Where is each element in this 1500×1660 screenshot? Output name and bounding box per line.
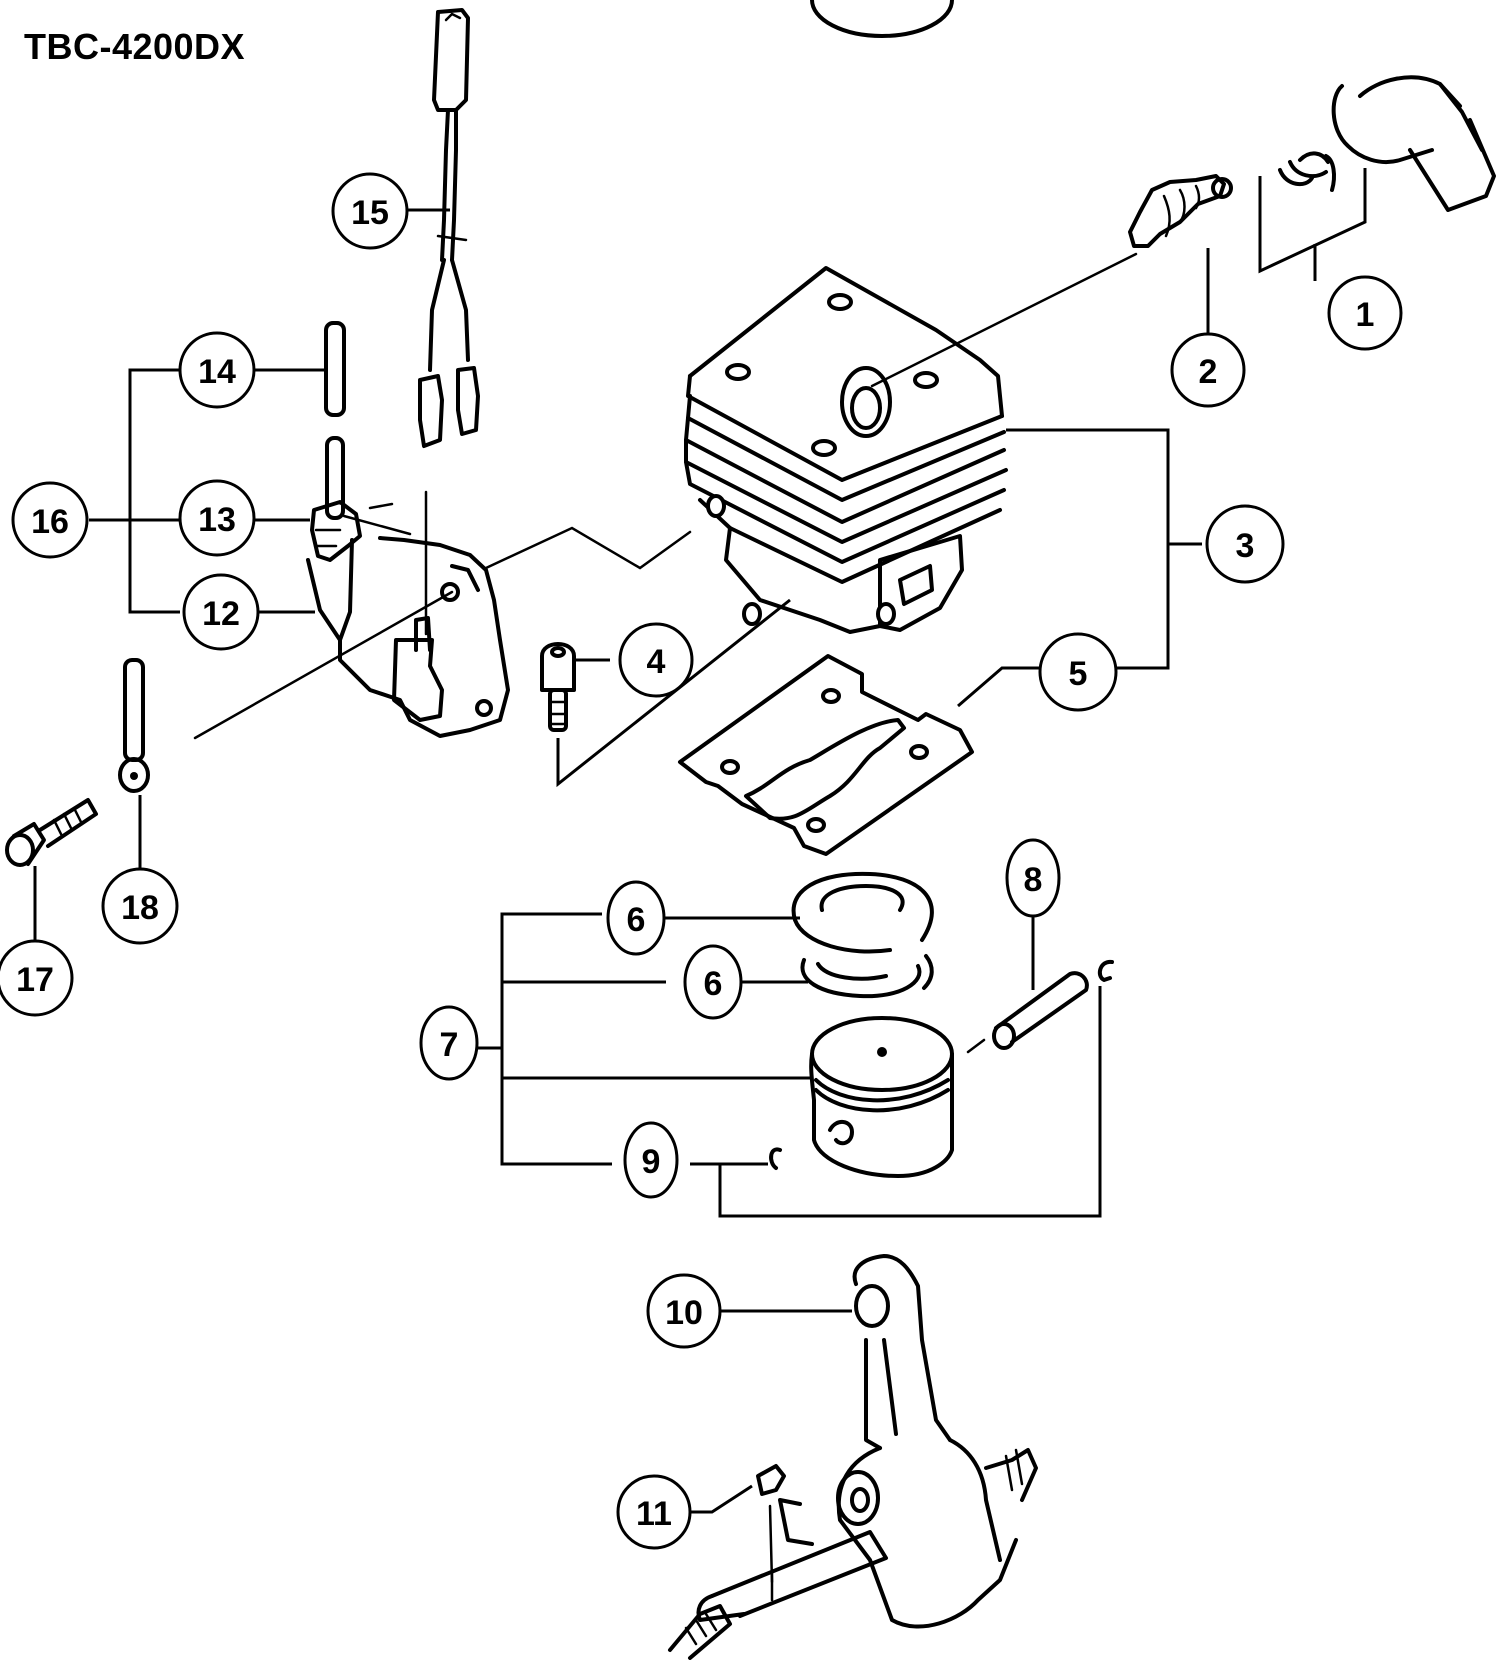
spark-plug-cap-part[interactable]: [1278, 75, 1496, 212]
callout-16[interactable]: 16: [11, 481, 89, 559]
callout-9[interactable]: 9: [623, 1121, 679, 1199]
callout-10[interactable]: 10: [646, 1273, 722, 1349]
piston-part[interactable]: [769, 0, 954, 1178]
crankshaft-part[interactable]: [668, 1254, 1038, 1660]
coil-bolt-part[interactable]: [5, 798, 98, 867]
ground-terminal-part[interactable]: [118, 658, 150, 793]
piston-pin-part[interactable]: [992, 971, 1089, 1050]
callout-6-top[interactable]: 6: [606, 880, 666, 956]
callout-number: 10: [665, 1294, 703, 1332]
callout-number: 14: [198, 353, 236, 391]
piston-crown: [810, 1016, 954, 1092]
callout-6-bottom[interactable]: 6: [683, 944, 743, 1020]
callout-14[interactable]: 14: [178, 331, 256, 409]
callout-number: 1: [1356, 296, 1375, 334]
callout-7[interactable]: 7: [419, 1005, 479, 1081]
callout-number: 7: [440, 1026, 459, 1064]
piston-rings-part[interactable]: [791, 871, 934, 999]
callout-1[interactable]: 1: [1327, 275, 1403, 351]
stop-switch-wire-part[interactable]: [418, 8, 480, 448]
callout-13[interactable]: 13: [178, 479, 256, 557]
callout-2[interactable]: 2: [1170, 332, 1246, 408]
pin-axis-line: [966, 1038, 986, 1054]
bolt-axis-line: [556, 598, 791, 788]
callout-number: 8: [1024, 861, 1043, 899]
circlip-right-part[interactable]: [1097, 959, 1114, 982]
callout-number: 11: [636, 1495, 672, 1533]
callout-12[interactable]: 12: [182, 573, 260, 651]
callout-18[interactable]: 18: [101, 867, 179, 945]
callout-number: 2: [1199, 353, 1218, 391]
callout-11[interactable]: 11: [616, 1474, 692, 1550]
coil-to-cylinder-line: [484, 526, 692, 570]
spark-plug-axis-line: [870, 252, 1138, 388]
diagram-title: TBC-4200DX: [24, 26, 246, 67]
callout-17[interactable]: 17: [0, 939, 74, 1017]
callout-8[interactable]: 8: [1005, 838, 1061, 918]
callout-number: 13: [198, 501, 236, 539]
callout-number: 3: [1236, 527, 1255, 565]
callout-number: 9: [642, 1143, 661, 1181]
callout-number: 6: [704, 965, 723, 1003]
callout-4[interactable]: 4: [618, 622, 694, 698]
cylinder-bolt-part[interactable]: [540, 642, 576, 732]
callout-3[interactable]: 3: [1205, 504, 1285, 584]
callout-5[interactable]: 5: [1038, 632, 1118, 712]
callout-number: 18: [121, 889, 159, 927]
callout-15[interactable]: 15: [331, 172, 409, 250]
callout-number: 12: [202, 595, 240, 633]
ignition-coil-part[interactable]: [306, 436, 510, 738]
cylinder-part[interactable]: [684, 266, 1008, 634]
leader-lines: [33, 168, 1367, 1514]
callout-number: 6: [627, 901, 646, 939]
spark-plug-part[interactable]: [1128, 174, 1233, 248]
cord-pin-part[interactable]: [324, 321, 346, 417]
callout-number: 15: [351, 194, 389, 232]
woodruff-key-part[interactable]: [756, 1464, 786, 1496]
coil-bolt-axis-line: [193, 590, 454, 740]
cylinder-gasket-part[interactable]: [678, 654, 974, 856]
callout-number: 16: [31, 503, 69, 541]
callout-number: 5: [1069, 655, 1088, 693]
callout-number: 17: [16, 961, 54, 999]
key-axis-line: [768, 1504, 774, 1584]
callout-number: 4: [647, 643, 666, 681]
